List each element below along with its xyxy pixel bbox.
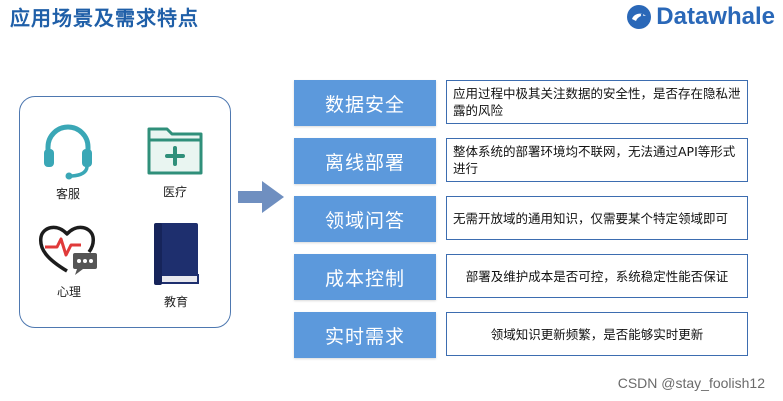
scenario-card: 客服 医疗 心理 教育 [19, 96, 231, 328]
category-label: 心理 [56, 285, 81, 299]
book-icon [154, 223, 199, 285]
medical-folder-icon [147, 127, 203, 175]
category-label: 教育 [163, 295, 188, 309]
watermark: CSDN @stay_foolish12 [617, 375, 765, 391]
heart-chat-icon [38, 225, 97, 275]
page-title: 应用场景及需求特点 [10, 6, 199, 30]
category-customer-service: 客服 [36, 119, 100, 202]
requirement-keyword: 数据安全 [294, 80, 436, 126]
requirement-description: 领域知识更新频繁，是否能够实时更新 [446, 312, 748, 356]
category-psychology: 心理 [36, 221, 102, 300]
requirement-description: 整体系统的部署环境均不联网，无法通过API等形式进行 [446, 138, 748, 182]
brand-name: Datawhale [656, 3, 775, 30]
requirement-keyword: 成本控制 [294, 254, 436, 300]
right-arrow-icon [238, 181, 284, 213]
requirement-keyword: 离线部署 [294, 138, 436, 184]
requirement-description: 部署及维护成本是否可控，系统稳定性能否保证 [446, 254, 748, 298]
requirement-description: 无需开放域的通用知识，仅需要某个特定领域即可 [446, 196, 748, 240]
category-label: 医疗 [162, 185, 187, 199]
category-label: 客服 [55, 187, 80, 201]
requirement-description: 应用过程中极其关注数据的安全性，是否存在隐私泄露的风险 [446, 80, 748, 124]
category-education: 教育 [144, 219, 208, 310]
headset-icon [44, 124, 92, 180]
requirement-keyword: 实时需求 [294, 312, 436, 358]
datawhale-logo-icon [627, 5, 652, 29]
brand-logo: Datawhale [626, 2, 775, 32]
category-medical: 医疗 [140, 121, 210, 200]
requirement-keyword: 领域问答 [294, 196, 436, 242]
